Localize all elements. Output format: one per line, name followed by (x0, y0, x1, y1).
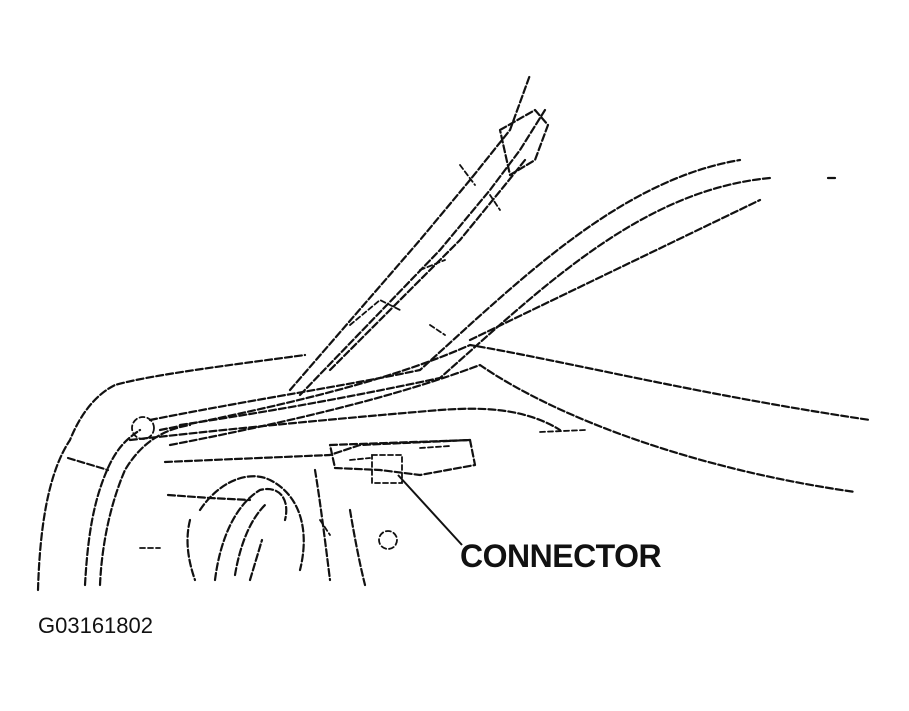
connector-plug (371, 454, 403, 484)
roof-edge-right (468, 198, 762, 342)
inner-trim-2 (139, 519, 331, 549)
figure-id: G03161802 (38, 613, 153, 638)
wiring-harness-3 (233, 503, 267, 582)
inner-trim (313, 468, 367, 587)
connector-leader-line (397, 474, 463, 546)
hinge-detail (429, 164, 501, 336)
connector-body-2 (349, 429, 586, 461)
tailgate-frame-line-3 (98, 423, 192, 587)
body-side-line-3 (128, 407, 562, 442)
wiring-harness-4 (186, 518, 197, 582)
body-side-line-2 (168, 363, 857, 494)
strut-line-2 (298, 108, 547, 397)
hinge-roller (131, 416, 155, 440)
wiring-harness-2 (213, 487, 288, 582)
tailgate-outer-frame (36, 353, 307, 592)
inner-panel-line (163, 438, 472, 464)
wiring-harness-1 (198, 475, 305, 572)
connector-body (328, 438, 477, 477)
tailgate-frame-line-2 (83, 428, 142, 587)
tailgate-frame-line-4 (66, 456, 110, 472)
strut-line-3 (328, 158, 527, 372)
strut-line-1 (288, 73, 532, 392)
connector-label: CONNECTOR (460, 538, 662, 574)
hinge-bracket (498, 108, 550, 177)
body-side-line-1 (158, 343, 872, 432)
roof-panel-line-2 (178, 176, 772, 427)
connector-clip (378, 530, 398, 550)
strut-detail (349, 259, 446, 326)
